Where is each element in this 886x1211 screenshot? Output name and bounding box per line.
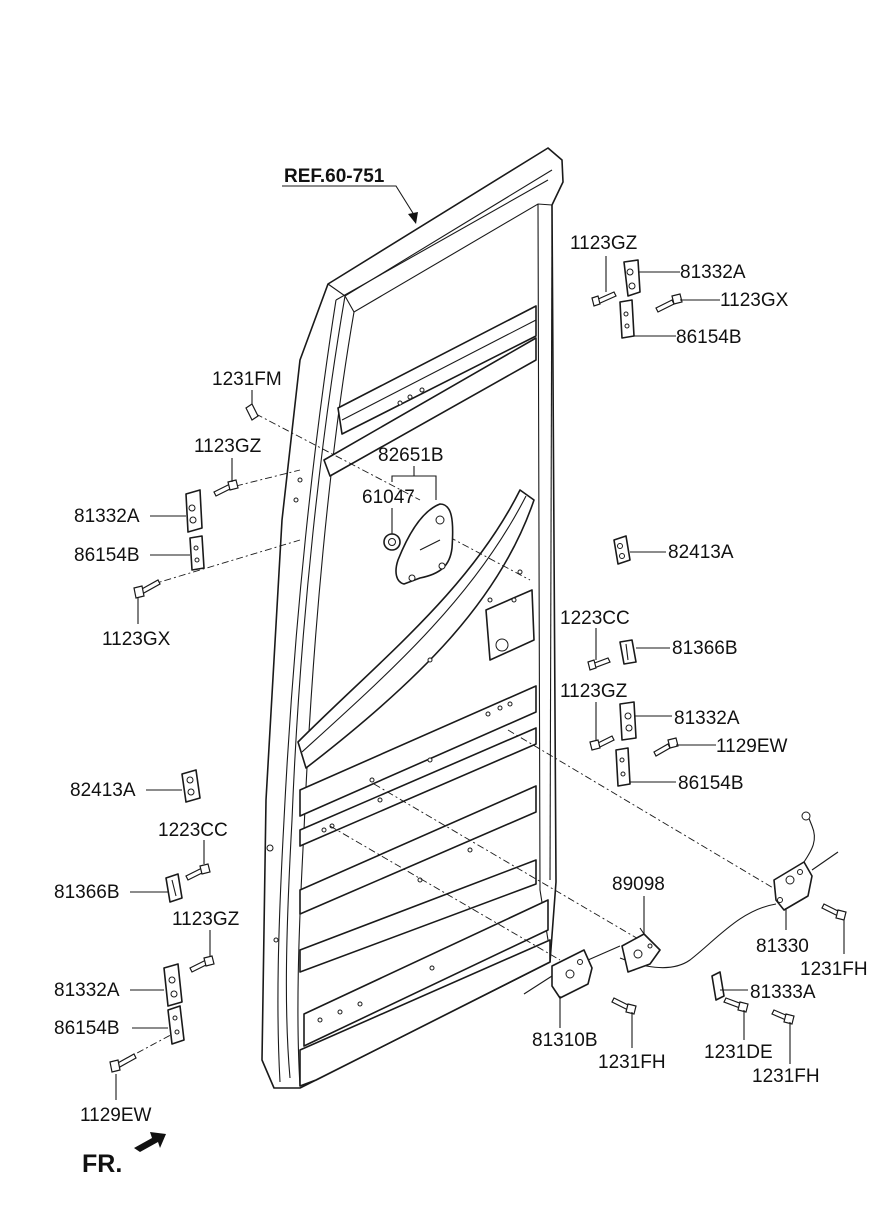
- label-1129EW-right: 1129EW: [716, 736, 788, 757]
- label-1223CC-right: 1223CC: [560, 608, 630, 629]
- bolt-1231FH-right: [821, 903, 847, 921]
- label-81366B-left: 81366B: [54, 882, 120, 903]
- label-1223CC-left: 1223CC: [158, 820, 228, 841]
- label-1129EW-left: 1129EW: [80, 1105, 152, 1126]
- label-86154B-lower-left: 86154B: [54, 1018, 120, 1039]
- bolt-1231DE: [723, 997, 749, 1013]
- label-81332A-upper-left: 81332A: [74, 506, 140, 527]
- label-89098: 89098: [612, 874, 665, 895]
- label-1231FH-middle: 1231FH: [598, 1052, 666, 1073]
- bolt-1129EW-left: [109, 1053, 137, 1073]
- hinge-81332A-upper-right: [623, 259, 641, 297]
- bolt-1231FH-middle: [611, 997, 637, 1015]
- bolt-1123GZ-upper-right: [591, 291, 617, 307]
- plate-86154B-upper-right: [619, 299, 635, 339]
- label-81333A: 81333A: [750, 982, 816, 1003]
- handle-bracket-82651B: [395, 503, 454, 585]
- frame-holes: [266, 387, 523, 1023]
- label-1231FH-right: 1231FH: [800, 959, 868, 980]
- label-1123GZ-lower-right: 1123GZ: [560, 681, 628, 702]
- bolt-1231FH-bottom-right: [771, 1009, 795, 1025]
- label-81366B-right: 81366B: [672, 638, 738, 659]
- label-81332A-upper-right: 81332A: [680, 262, 746, 283]
- bolt-1129EW-right: [653, 737, 679, 757]
- bolt-1223CC-right: [587, 657, 611, 671]
- label-1231FM: 1231FM: [212, 369, 282, 390]
- bolt-1123GZ-upper-left: [213, 479, 239, 497]
- plate-86154B-lower-left: [167, 1005, 185, 1045]
- grommet-61047: [383, 533, 401, 551]
- bumper-81366B-left: [165, 873, 183, 903]
- label-1123GZ-upper-left: 1123GZ: [194, 436, 262, 457]
- label-86154B-lower-right: 86154B: [678, 773, 744, 794]
- label-1231DE: 1231DE: [704, 1042, 773, 1063]
- leader-lines: [115, 185, 845, 1100]
- screw-1231FM: [245, 403, 259, 421]
- stopper-82413A-left: [181, 769, 201, 803]
- label-61047: 61047: [362, 487, 415, 508]
- label-81332A-lower-left: 81332A: [54, 980, 120, 1001]
- label-81330: 81330: [756, 936, 809, 957]
- front-label: FR.: [82, 1150, 122, 1178]
- label-1123GX-upper-left: 1123GX: [102, 629, 171, 650]
- plate-86154B-upper-left: [189, 535, 205, 571]
- label-1231FH-bottom-right: 1231FH: [752, 1066, 820, 1087]
- label-81332A-lower-right: 81332A: [674, 708, 740, 729]
- label-81310B: 81310B: [532, 1030, 598, 1051]
- door-frame: [261, 147, 564, 1089]
- bolt-1223CC-left: [185, 863, 211, 881]
- reference-label: REF.60-751: [284, 166, 385, 187]
- plate-86154B-lower-right: [615, 747, 631, 787]
- label-86154B-upper-right: 86154B: [676, 327, 742, 348]
- hinge-81332A-lower-left: [163, 963, 183, 1007]
- label-1123GZ-lower-left: 1123GZ: [172, 909, 240, 930]
- latch-81330: [773, 811, 839, 911]
- bolt-1123GX-upper-left: [133, 579, 161, 599]
- label-1123GZ-upper-right: 1123GZ: [570, 233, 638, 254]
- bolt-1123GZ-lower-left: [189, 955, 215, 973]
- bumper-81366B-right: [619, 639, 637, 665]
- bolt-1123GX-upper-right: [655, 293, 683, 313]
- label-86154B-upper-left: 86154B: [74, 545, 140, 566]
- label-82413A-right: 82413A: [668, 542, 734, 563]
- label-82651B: 82651B: [378, 445, 444, 466]
- label-1123GX-upper-right: 1123GX: [720, 290, 789, 311]
- hinge-81332A-upper-left: [185, 489, 203, 533]
- latch-81310B: [523, 945, 621, 999]
- label-82413A-left: 82413A: [70, 780, 136, 801]
- hinge-81332A-lower-right: [619, 701, 637, 741]
- rod-81333A: [711, 971, 725, 1001]
- latch-89098: [621, 927, 661, 973]
- bolt-1123GZ-lower-right: [589, 735, 615, 751]
- front-direction-indicator: FR.: [82, 1132, 166, 1178]
- front-arrow-icon: [134, 1132, 166, 1152]
- stopper-82413A-right: [613, 535, 631, 565]
